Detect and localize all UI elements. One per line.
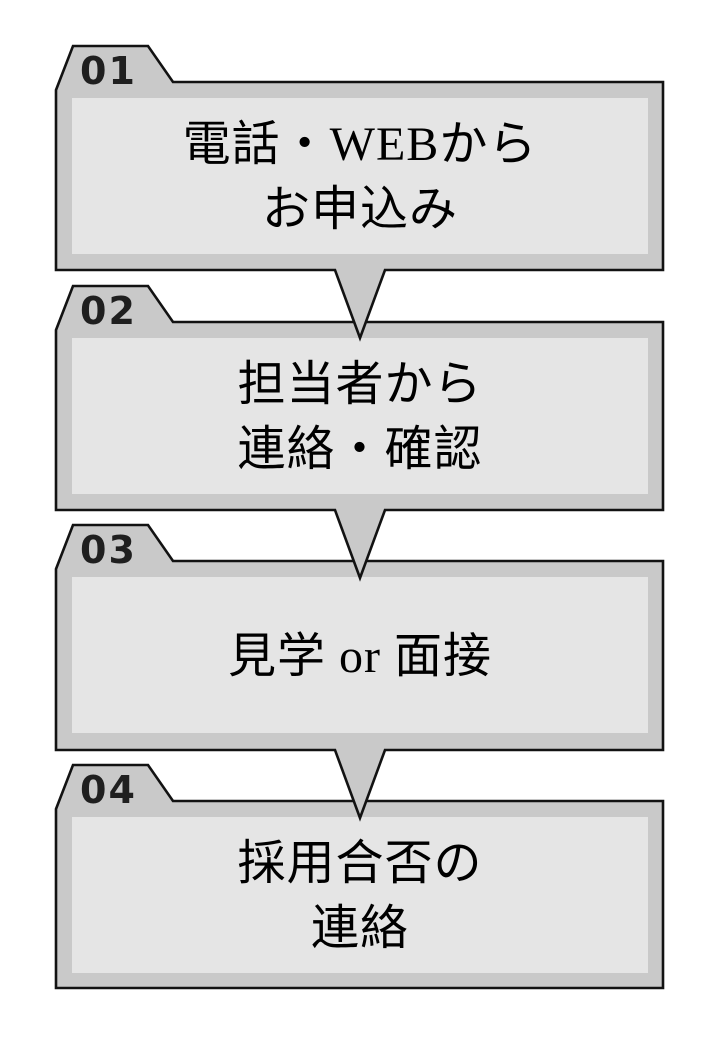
step-4-inner-area	[72, 817, 648, 973]
step-2-panel: 02 担当者から 連絡・確認	[54, 284, 665, 582]
step-2-text-line1: 担当者から	[237, 358, 482, 411]
step-4-number: 04	[80, 768, 137, 812]
step-3-inner-area	[72, 577, 648, 733]
step-3-number: 03	[80, 528, 137, 572]
step-2-inner-area	[72, 338, 648, 494]
step-1-inner-area	[72, 98, 648, 254]
step-4-panel: 04 採用合否の 連絡	[54, 763, 665, 990]
step-3-text-line1: 見学 or 面接	[228, 630, 492, 683]
step-2-text-line2: 連絡・確認	[237, 423, 482, 476]
step-1-panel: 01 電話・WEBから お申込み	[54, 44, 665, 342]
step-1-number: 01	[80, 49, 137, 93]
step-1-text-line1: 電話・WEBから	[183, 118, 538, 171]
step-4-text-line1: 採用合否の	[237, 837, 482, 890]
step-4-text-line2: 連絡	[311, 902, 409, 955]
step-3-panel: 03 見学 or 面接	[54, 523, 665, 822]
step-2-number: 02	[80, 289, 137, 333]
step-1-text-line2: お申込み	[262, 183, 458, 236]
